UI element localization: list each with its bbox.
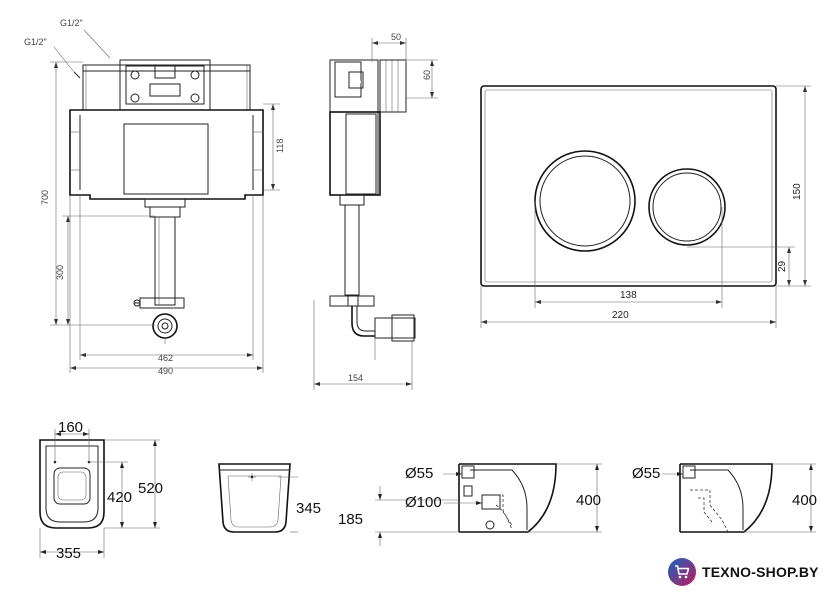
flush-plate-view: 220 138 150 29	[480, 85, 811, 328]
label-g12-top: G1/2"	[60, 18, 83, 28]
frame-side-view: 50 60 154	[313, 32, 438, 390]
label-height-118: 118	[275, 139, 285, 153]
label-side-a-185: 185	[338, 511, 363, 528]
label-g12-left: G1/2"	[24, 37, 47, 47]
label-plate-150: 150	[792, 183, 803, 200]
brand-text: TEXNO-SHOP.BY	[702, 564, 819, 580]
toilet-side-view-b: Ø55 400	[632, 463, 817, 533]
label-top-420: 420	[107, 489, 132, 506]
frame-front-view: G1/2" G1/2" 700 300 118 462 490	[24, 18, 285, 376]
toilet-front-view: 345	[218, 463, 321, 533]
label-front-345: 345	[296, 500, 321, 517]
label-top-160: 160	[58, 419, 83, 436]
brand-watermark: TEXNO-SHOP.BY	[668, 556, 838, 588]
label-top-355: 355	[56, 545, 81, 562]
label-height-700: 700	[40, 190, 50, 205]
label-side-a-400: 400	[576, 492, 601, 509]
label-height-300: 300	[55, 265, 65, 280]
label-plate-138: 138	[620, 290, 637, 301]
label-width-490: 490	[158, 366, 173, 376]
label-plate-220: 220	[612, 310, 629, 321]
label-width-462: 462	[158, 353, 173, 363]
toilet-top-view: 160 420 520 355	[39, 419, 163, 562]
label-depth-154: 154	[348, 373, 363, 383]
toilet-side-view-a: Ø55 Ø100 185 400	[338, 463, 602, 546]
label-side-a-d100: Ø100	[405, 494, 442, 511]
label-side-a-d55: Ø55	[405, 465, 433, 482]
label-depth-50: 50	[391, 32, 401, 42]
label-top-520: 520	[138, 480, 163, 497]
label-side-b-d55: Ø55	[632, 465, 660, 482]
label-side-b-400: 400	[792, 492, 817, 509]
label-plate-29: 29	[777, 260, 788, 272]
cart-icon	[668, 558, 696, 586]
label-depth-60: 60	[422, 70, 432, 80]
